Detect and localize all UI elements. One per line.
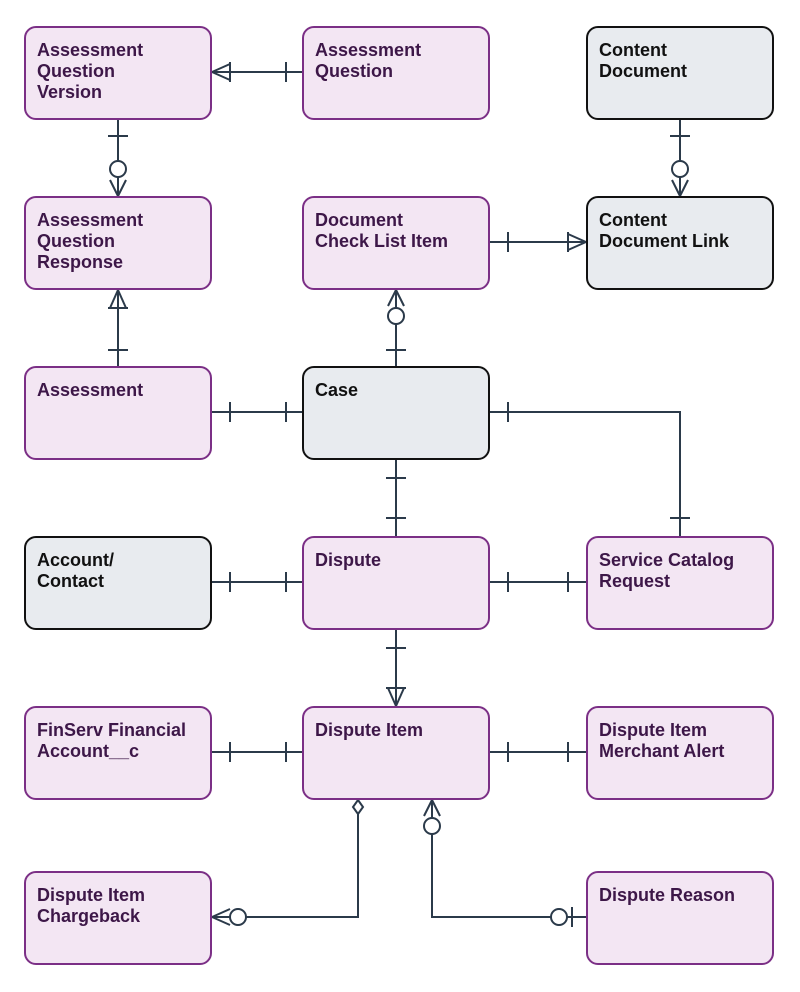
rel-aqr-assessment: [108, 289, 128, 366]
entity-assessment-question[interactable]: Assessment Question: [302, 26, 490, 120]
rel-aqv-aq: [211, 62, 302, 82]
entity-content-document[interactable]: Content Document: [586, 26, 774, 120]
entity-account-contact[interactable]: Account/ Contact: [24, 536, 212, 630]
entity-dispute-item[interactable]: Dispute Item: [302, 706, 490, 800]
rel-assessment-case: [212, 402, 302, 422]
entity-assessment[interactable]: Assessment: [24, 366, 212, 460]
rel-di-dr: [423, 799, 586, 927]
rel-di-dic: [211, 798, 365, 926]
rel-finserv-di: [212, 742, 302, 762]
rel-dispute-di: [386, 630, 406, 707]
rel-dispute-scr: [490, 572, 586, 592]
entity-dispute-item-merchant-alert[interactable]: Dispute Item Merchant Alert: [586, 706, 774, 800]
entity-service-catalog-request[interactable]: Service Catalog Request: [586, 536, 774, 630]
entity-assessment-question-version[interactable]: Assessment Question Version: [24, 26, 212, 120]
entity-dispute-item-chargeback[interactable]: Dispute Item Chargeback: [24, 871, 212, 965]
rel-account-dispute: [212, 572, 302, 592]
rel-case-dispute: [386, 460, 406, 536]
entity-content-document-link[interactable]: Content Document Link: [586, 196, 774, 290]
entity-dispute[interactable]: Dispute: [302, 536, 490, 630]
rel-aqv-aqr: [108, 120, 128, 197]
rel-cd-cdl: [670, 120, 690, 197]
entity-finserv-financial-account[interactable]: FinServ Financial Account__c: [24, 706, 212, 800]
rel-di-dima: [490, 742, 586, 762]
rel-dcli-case: [386, 289, 406, 366]
entity-document-check-list-item[interactable]: Document Check List Item: [302, 196, 490, 290]
rel-dcli-cdl: [490, 232, 587, 252]
entity-dispute-reason[interactable]: Dispute Reason: [586, 871, 774, 965]
rel-case-scr: [490, 402, 690, 536]
entity-assessment-question-response[interactable]: Assessment Question Response: [24, 196, 212, 290]
entity-case[interactable]: Case: [302, 366, 490, 460]
